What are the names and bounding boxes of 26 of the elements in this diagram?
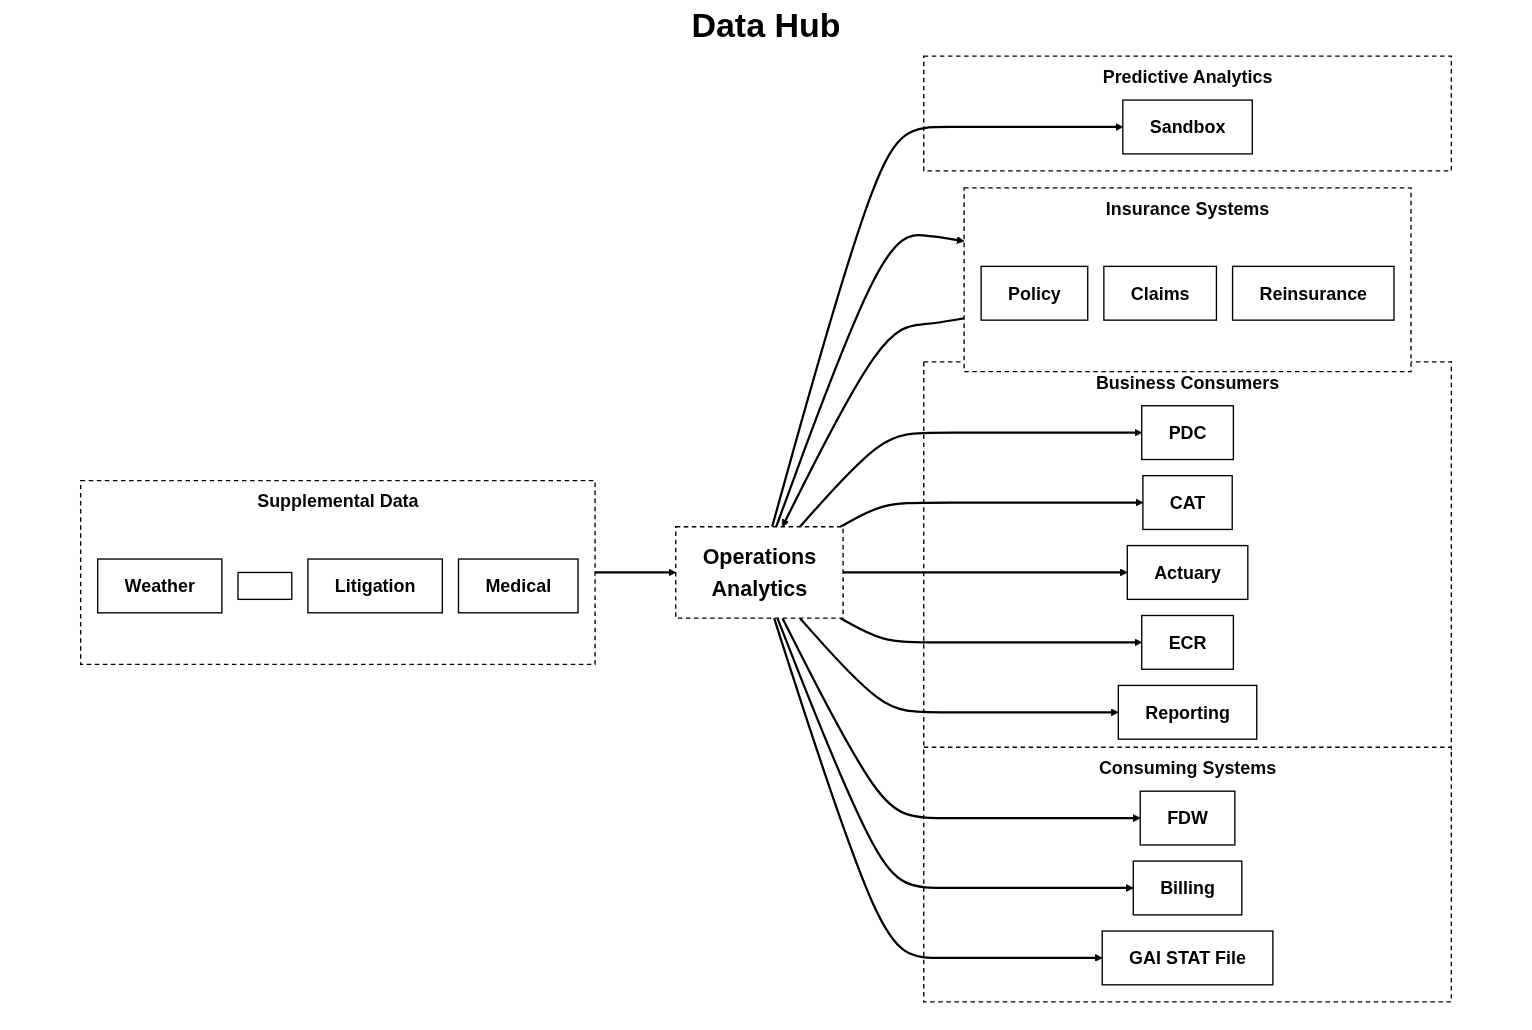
node-box bbox=[237, 571, 293, 601]
node-box: Claims bbox=[1103, 265, 1218, 321]
node-box: Actuary bbox=[1126, 544, 1249, 601]
node-box: FDW bbox=[1139, 790, 1236, 846]
node-box: Medical bbox=[457, 558, 579, 614]
arrow bbox=[782, 317, 965, 528]
arrow bbox=[776, 617, 1134, 892]
node-box: Reporting bbox=[1117, 684, 1258, 740]
node-box: Billing bbox=[1132, 860, 1243, 916]
node-box: GAI STAT File bbox=[1101, 930, 1274, 986]
node-box: Sandbox bbox=[1122, 99, 1253, 155]
node-box: ECR bbox=[1141, 614, 1235, 670]
node-box: PDC bbox=[1141, 405, 1235, 461]
node-box: Litigation bbox=[307, 558, 444, 614]
arrow bbox=[799, 617, 1119, 717]
diagram-title: Data Hub bbox=[690, 6, 842, 45]
arrow bbox=[775, 234, 965, 528]
node-box: Weather bbox=[97, 558, 223, 614]
node-box: CAT bbox=[1142, 475, 1233, 531]
arrow bbox=[781, 617, 1141, 822]
arrow bbox=[843, 568, 1128, 577]
node-box: Reinsurance bbox=[1231, 265, 1395, 321]
node-box: Operations Analytics bbox=[675, 526, 844, 619]
arrow bbox=[799, 428, 1143, 528]
arrow bbox=[773, 617, 1103, 962]
node-box: Policy bbox=[980, 265, 1089, 321]
